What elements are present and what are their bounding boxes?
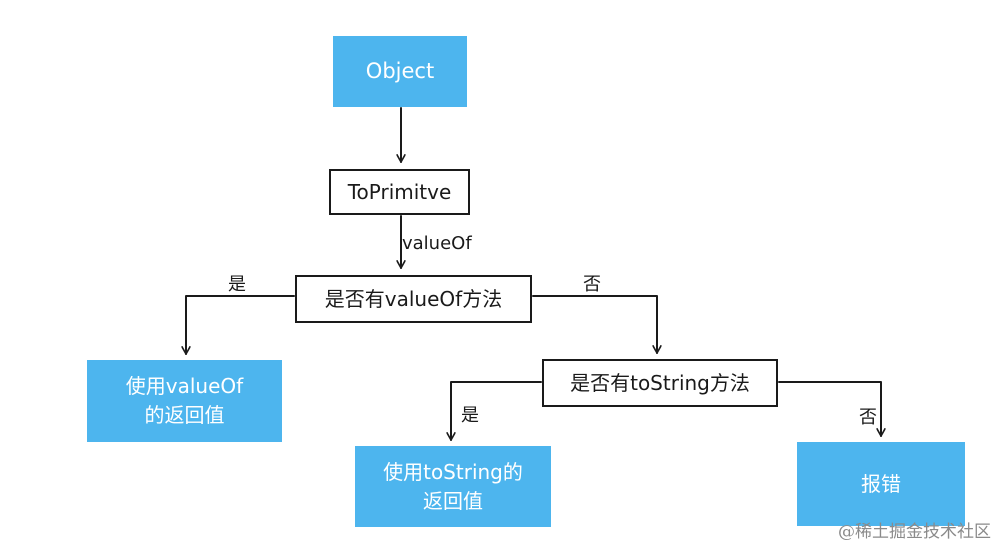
has-valueof-decision: 是否有valueOf方法: [295, 275, 532, 323]
use-valueof-line-2: 的返回值: [144, 403, 225, 427]
edge-label-no-valueof: 否: [583, 274, 601, 295]
use-tostring-line-2: 返回值: [423, 488, 483, 513]
use-valueof-line-1: 使用valueOf: [125, 374, 244, 398]
edge-hasvalueof-yes: [186, 295, 295, 355]
use-valueof-result: 使用valueOf 的返回值: [87, 360, 282, 442]
toprimitive-node-label: ToPrimitve: [347, 179, 452, 204]
edge-label-no-tostring: 否: [859, 407, 877, 428]
use-tostring-line-1: 使用toString的: [383, 459, 523, 484]
has-tostring-decision: 是否有toString方法: [542, 359, 778, 407]
edge-label-valueof: valueOf: [402, 233, 472, 254]
toprimitive-node: ToPrimitve: [329, 169, 470, 215]
edge-label-yes-tostring: 是: [461, 405, 479, 426]
use-tostring-result: 使用toString的 返回值: [355, 446, 551, 527]
watermark: @稀土掘金技术社区: [838, 522, 991, 542]
edge-hasvalueof-no: [532, 295, 657, 354]
error-result: 报错: [797, 442, 965, 526]
has-tostring-label: 是否有toString方法: [570, 370, 750, 395]
has-valueof-label: 是否有valueOf方法: [324, 286, 503, 311]
error-label: 报错: [861, 471, 901, 496]
object-node-label: Object: [365, 59, 435, 84]
edge-hastostring-yes: [451, 381, 542, 441]
edge-label-yes-valueof: 是: [228, 274, 246, 295]
edge-hastostring-no: [778, 381, 881, 437]
object-node: Object: [333, 36, 467, 107]
